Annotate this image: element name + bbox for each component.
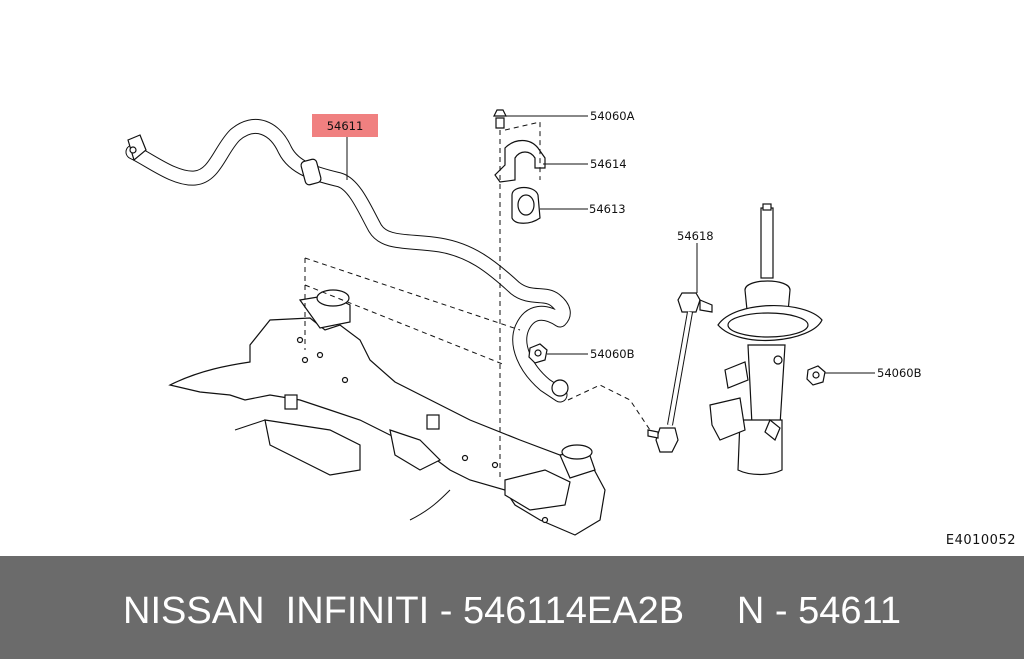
callout-54611: 54611 — [327, 119, 364, 133]
callout-54613: 54613 — [589, 202, 626, 216]
subframe — [168, 289, 606, 536]
strut-assembly — [709, 203, 823, 476]
nut-left — [528, 343, 548, 364]
callout-54618: 54618 — [677, 229, 714, 243]
footer-banner: NISSAN INFINITI - 546114EA2B N - 54611 — [0, 556, 1024, 659]
dashed-guides — [304, 121, 651, 480]
diagram-reference-code: E4010052 — [945, 533, 1016, 548]
bushing-clamp-assembly — [493, 109, 546, 224]
callout-54060a: 54060A — [590, 109, 635, 123]
callout-54060b-right: 54060B — [877, 366, 922, 380]
leader-lines — [346, 115, 875, 374]
stabilizer-diagram: 54611 54060A 54614 54613 54618 54060B 54… — [125, 109, 922, 536]
nut-right — [806, 365, 826, 386]
stabilizer-link — [647, 292, 713, 453]
stabilizer-bar — [125, 118, 571, 403]
callout-54060b-left: 54060B — [590, 347, 635, 361]
highlight-box — [312, 114, 378, 137]
footer-part-number: NISSAN INFINITI - 546114EA2B N - 54611 — [123, 590, 901, 632]
callout-54614: 54614 — [590, 157, 627, 171]
